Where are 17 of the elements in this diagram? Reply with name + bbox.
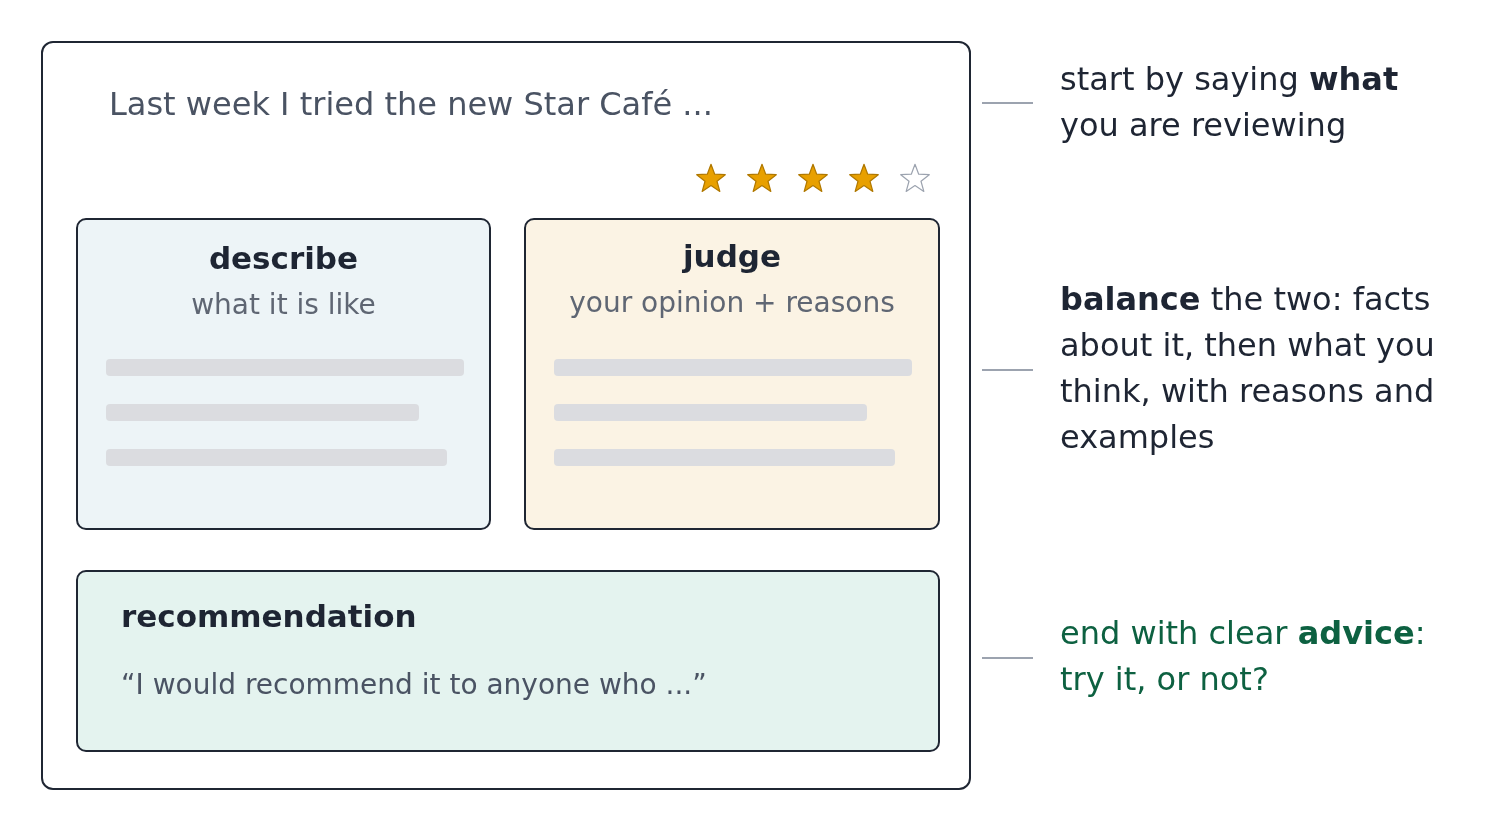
- section-panel: [76, 218, 491, 530]
- quote-text: “I would recommend it to anyone who ...”: [121, 668, 707, 701]
- leader-line: [981, 369, 1034, 371]
- section-subtitle: what it is like: [191, 288, 376, 321]
- opening-sentence: Last week I tried the new Star Café ...: [109, 85, 713, 123]
- annotation-text: start by saying what you are reviewing: [1060, 56, 1438, 148]
- section-panel: [524, 218, 940, 530]
- section-title: recommendation: [121, 598, 417, 634]
- annotation-text: end with clear advice: try it, or not?: [1060, 610, 1465, 702]
- section-title: describe: [208, 240, 359, 276]
- leader-line: [981, 657, 1034, 659]
- section-subtitle: your opinion + reasons: [569, 286, 895, 319]
- annotation-text: balance the two: facts about it, then what you think, with reasons and examples: [1060, 276, 1472, 460]
- leader-line: [981, 102, 1034, 104]
- review-card: [41, 41, 971, 790]
- section-panel: [76, 570, 940, 752]
- section-title: judge: [682, 238, 782, 274]
